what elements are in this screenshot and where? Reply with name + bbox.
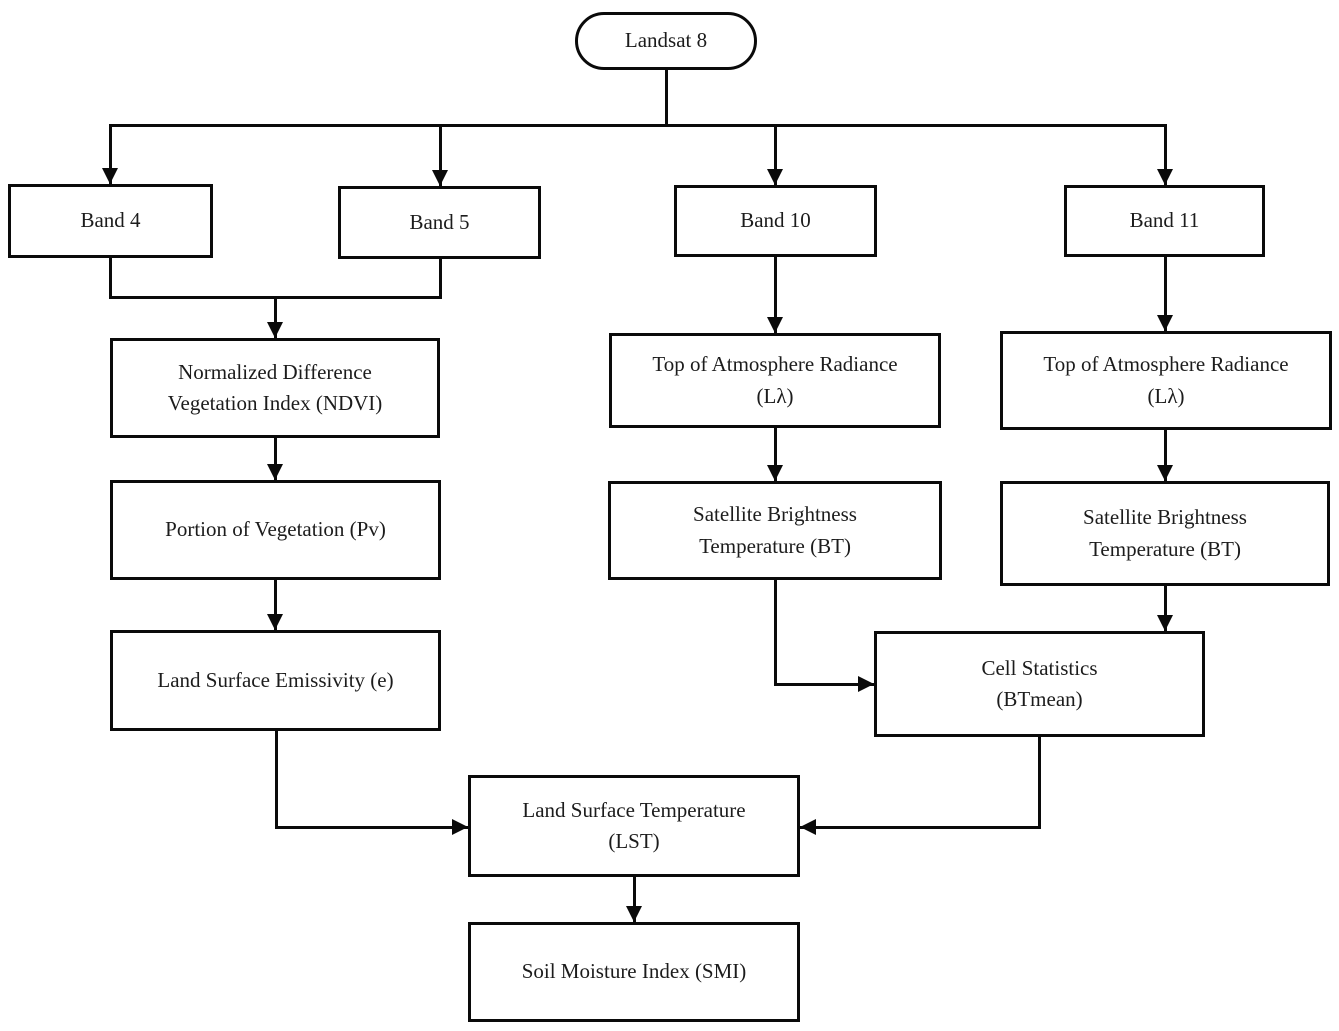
arrowhead-toa-b10-to-bt — [767, 465, 783, 481]
arrowhead-band11-to-toa — [1157, 315, 1173, 331]
connector-lst-to-smi — [632, 877, 636, 922]
connector-cellstats-to-lst — [1037, 737, 1041, 827]
node-bt-b11: Satellite Brightness Temperature (BT) — [1000, 481, 1330, 586]
arrowhead-cellstats-to-lst — [800, 819, 816, 835]
connector-band4-band5-merge — [438, 259, 442, 297]
node-label-band-4: Band 4 — [80, 208, 141, 233]
connector-branch-bar — [108, 123, 1167, 127]
node-ndvi: Normalized Difference Vegetation Index (… — [110, 338, 440, 438]
node-label-bt-b11: Satellite Brightness Temperature (BT) — [1083, 505, 1247, 561]
connector-ndvi-to-pv — [273, 438, 277, 480]
node-label-pv: Portion of Vegetation (Pv) — [165, 517, 386, 542]
node-label-ndvi: Normalized Difference Vegetation Index (… — [167, 359, 383, 416]
node-label-band-10: Band 10 — [740, 208, 811, 233]
arrowhead-bt-b11-to-cellstats — [1157, 615, 1173, 631]
node-toa-radiance-b11: Top of Atmosphere Radiance (Lλ) — [1000, 331, 1332, 430]
connector-bt-b10-to-cellstats — [773, 580, 777, 684]
node-label-cell-statistics: Cell Statistics (BTmean) — [981, 655, 1098, 712]
connector-cellstats-to-lst — [798, 825, 1041, 829]
connector-merge-to-ndvi — [273, 297, 277, 338]
connector-emissivity-to-lst — [274, 825, 470, 829]
arrowhead-band10-to-toa — [767, 317, 783, 333]
connector-band4-band5-merge — [108, 258, 112, 297]
node-band-5: Band 5 — [338, 186, 541, 259]
arrowhead-emissivity-to-lst — [452, 819, 468, 835]
node-pv: Portion of Vegetation (Pv) — [110, 480, 441, 580]
connector-branch-to-band11 — [1163, 125, 1167, 185]
node-bt-b10: Satellite Brightness Temperature (BT) — [608, 481, 942, 580]
arrowhead-ndvi-to-pv — [267, 464, 283, 480]
node-label-bt-b10: Satellite Brightness Temperature (BT) — [693, 502, 857, 558]
connector-branch-to-band4 — [108, 125, 112, 184]
connector-band11-to-toa — [1163, 257, 1167, 331]
arrowhead-pv-to-emissivity — [267, 614, 283, 630]
node-band-4: Band 4 — [8, 184, 213, 258]
node-label-smi: Soil Moisture Index (SMI) — [521, 959, 747, 984]
arrowhead-bt-b10-to-cellstats — [858, 676, 874, 692]
connector-bt-b11-to-cellstats — [1163, 586, 1167, 631]
arrowhead-branch-to-band11 — [1157, 169, 1173, 185]
node-band-11: Band 11 — [1064, 185, 1265, 257]
node-label-lst: Land Surface Temperature (LST) — [522, 797, 746, 854]
connector-toa-b10-to-bt — [773, 428, 777, 481]
node-label-band-5: Band 5 — [409, 209, 470, 234]
arrowhead-toa-b11-to-bt — [1157, 465, 1173, 481]
arrowhead-branch-to-band10 — [767, 169, 783, 185]
node-label-toa-radiance-b11: Top of Atmosphere Radiance (Lλ) — [1043, 352, 1289, 408]
node-label-toa-radiance-b10: Top of Atmosphere Radiance (Lλ) — [652, 352, 898, 408]
arrowhead-lst-to-smi — [626, 906, 642, 922]
connector-pv-to-emissivity — [273, 580, 277, 630]
connector-branch-to-band5 — [438, 125, 442, 186]
arrowhead-branch-to-band4 — [102, 168, 118, 184]
node-cell-statistics: Cell Statistics (BTmean) — [874, 631, 1205, 737]
connector-bt-b10-to-cellstats — [773, 682, 876, 686]
connector-emissivity-to-lst — [274, 731, 278, 827]
node-lst: Land Surface Temperature (LST) — [468, 775, 800, 877]
arrowhead-branch-to-band5 — [432, 170, 448, 186]
node-band-10: Band 10 — [674, 185, 877, 257]
connector-landsat-stem — [664, 70, 668, 125]
node-smi: Soil Moisture Index (SMI) — [468, 922, 800, 1022]
node-toa-radiance-b10: Top of Atmosphere Radiance (Lλ) — [609, 333, 941, 428]
node-label-emissivity: Land Surface Emissivity (e) — [157, 667, 394, 692]
node-label-landsat-8: Landsat 8 — [624, 28, 708, 53]
node-label-band-11: Band 11 — [1129, 208, 1200, 233]
node-emissivity: Land Surface Emissivity (e) — [110, 630, 441, 731]
arrowhead-merge-to-ndvi — [267, 322, 283, 338]
connector-branch-to-band10 — [773, 125, 777, 185]
connector-toa-b11-to-bt — [1163, 430, 1167, 481]
connector-band10-to-toa — [773, 257, 777, 333]
node-landsat-8: Landsat 8 — [575, 12, 757, 70]
